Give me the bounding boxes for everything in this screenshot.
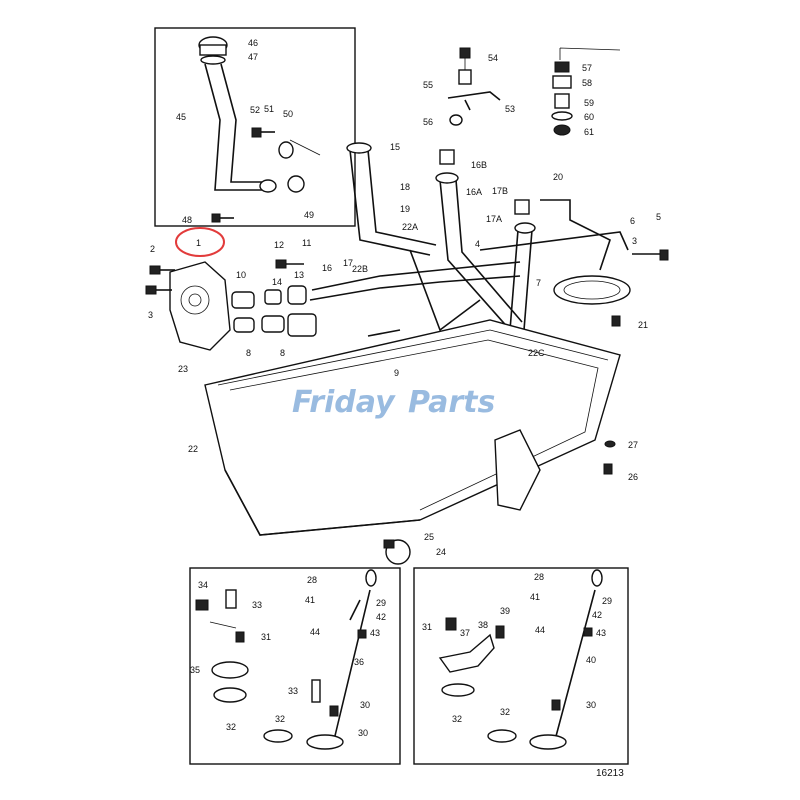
oil-pan [204, 315, 621, 565]
callout-22: 22 [188, 444, 198, 454]
callout-8a: 8 [246, 348, 251, 358]
callout-r44: 44 [535, 625, 545, 635]
callout-61: 61 [584, 127, 594, 137]
callout-51: 51 [264, 104, 274, 114]
callout-45: 45 [176, 112, 186, 122]
callout-56: 56 [423, 117, 433, 127]
callout-r28: 28 [534, 572, 544, 582]
callout-21: 21 [638, 320, 648, 330]
callout-r30: 30 [586, 700, 596, 710]
callout-49: 49 [304, 210, 314, 220]
callout-57: 57 [582, 63, 592, 73]
callout-l35: 35 [190, 665, 200, 675]
callout-15: 15 [390, 142, 400, 152]
callout-l28: 28 [307, 575, 317, 585]
callout-r41: 41 [530, 592, 540, 602]
callout-58: 58 [582, 78, 592, 88]
callout-22a: 22A [402, 222, 418, 232]
pressure-sensor-group [551, 47, 621, 136]
callout-r31: 31 [422, 622, 432, 632]
callout-8b: 8 [280, 348, 285, 358]
callout-l43: 43 [370, 628, 380, 638]
watermark-part2: Parts [408, 385, 495, 420]
callout-l41: 41 [305, 595, 315, 605]
callout-r43: 43 [596, 628, 606, 638]
callout-l31: 31 [261, 632, 271, 642]
callout-r29: 29 [602, 596, 612, 606]
watermark-part1: Friday [292, 385, 396, 420]
oil-pump [145, 259, 317, 351]
callout-55: 55 [423, 80, 433, 90]
callout-r39: 39 [500, 606, 510, 616]
callout-l29: 29 [376, 598, 386, 608]
callout-l44: 44 [310, 627, 320, 637]
callout-53: 53 [505, 104, 515, 114]
callout-2: 2 [150, 244, 155, 254]
callout-10: 10 [236, 270, 246, 280]
callout-22b: 22B [352, 264, 368, 274]
inset-filler-tube [154, 27, 356, 227]
callout-labels: 46 47 45 52 51 50 48 49 54 55 53 56 57 5… [148, 38, 661, 738]
callout-9: 9 [394, 368, 399, 378]
inset-dipstick-left [189, 567, 401, 765]
callout-l42: 42 [376, 612, 386, 622]
callout-16b: 16B [471, 160, 487, 170]
callout-23: 23 [178, 364, 188, 374]
callout-r40: 40 [586, 655, 596, 665]
callout-16a: 16A [466, 187, 482, 197]
callout-26: 26 [628, 472, 638, 482]
callout-1: 1 [196, 238, 201, 248]
callout-17: 17 [343, 258, 353, 268]
callout-5: 5 [656, 212, 661, 222]
pipe-assembly [309, 142, 669, 337]
callout-r37: 37 [460, 628, 470, 638]
callout-12: 12 [274, 240, 284, 250]
callout-25: 25 [424, 532, 434, 542]
callout-r32a: 32 [452, 714, 462, 724]
callout-20: 20 [553, 172, 563, 182]
callout-46: 46 [248, 38, 258, 48]
callout-r42: 42 [592, 610, 602, 620]
callout-3-right: 3 [632, 236, 637, 246]
callout-l30b: 30 [358, 728, 368, 738]
callout-14: 14 [272, 277, 282, 287]
callout-60: 60 [584, 112, 594, 122]
callout-l32a: 32 [275, 714, 285, 724]
callout-54: 54 [488, 53, 498, 63]
callout-l30a: 30 [360, 700, 370, 710]
callout-l33a: 33 [252, 600, 262, 610]
callout-r38: 38 [478, 620, 488, 630]
callout-52: 52 [250, 105, 260, 115]
drawing-number: 16213 [596, 768, 624, 779]
highlight-ring [175, 227, 225, 257]
callout-l34: 34 [198, 580, 208, 590]
callout-l33b: 33 [288, 686, 298, 696]
callout-4: 4 [475, 239, 480, 249]
sensor-bracket-group [447, 47, 501, 126]
callout-17b: 17B [492, 186, 508, 196]
watermark: Friday Parts [292, 385, 495, 420]
callout-19: 19 [400, 204, 410, 214]
callout-22c: 22C [528, 348, 545, 358]
callout-50: 50 [283, 109, 293, 119]
callout-6: 6 [630, 216, 635, 226]
callout-47: 47 [248, 52, 258, 62]
callout-3: 3 [148, 310, 153, 320]
callout-24: 24 [436, 547, 446, 557]
callout-l36: 36 [354, 657, 364, 667]
callout-16: 16 [322, 263, 332, 273]
callout-13: 13 [294, 270, 304, 280]
callout-11: 11 [302, 238, 311, 248]
callout-18: 18 [400, 182, 410, 192]
callout-l32b: 32 [226, 722, 236, 732]
callout-27: 27 [628, 440, 638, 450]
inset-dipstick-right [413, 567, 629, 765]
callout-r32b: 32 [500, 707, 510, 717]
callout-59: 59 [584, 98, 594, 108]
callout-48: 48 [182, 215, 192, 225]
callout-17a: 17A [486, 214, 502, 224]
callout-7: 7 [536, 278, 541, 288]
